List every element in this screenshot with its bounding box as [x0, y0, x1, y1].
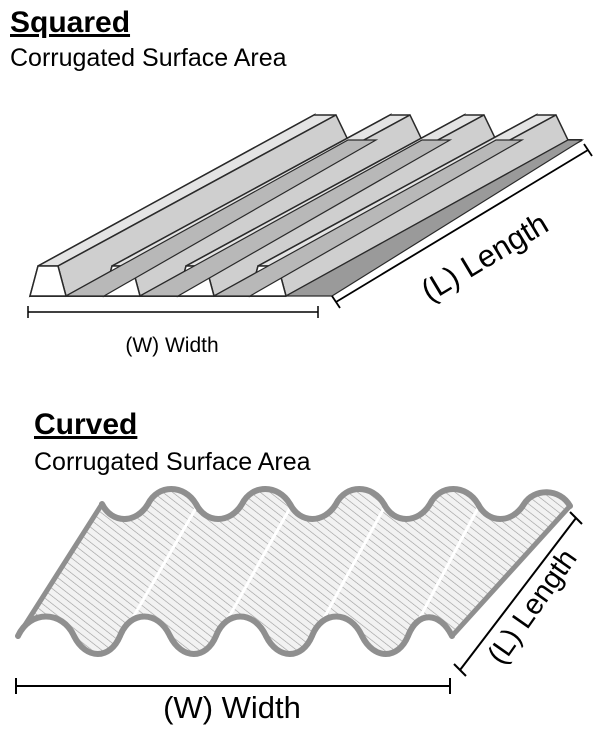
curved-right-edge	[449, 503, 573, 639]
curved-panel	[15, 486, 573, 657]
curved-length-dimension	[453, 511, 583, 677]
curved-front-edge	[15, 613, 455, 657]
curved-width-dimension	[15, 678, 451, 694]
squared-title: Squared	[10, 6, 131, 39]
squared-width-dimension	[27, 306, 319, 318]
curved-back-edge	[99, 486, 573, 522]
squared-flat-3	[213, 139, 525, 297]
squared-panel	[28, 113, 585, 298]
squared-length-dimension	[331, 143, 593, 309]
curved-width-label: (W) Width	[163, 690, 301, 725]
curved-subtitle: Corrugated Surface Area	[34, 448, 311, 476]
squared-flat-1	[65, 139, 379, 297]
squared-ridge-1	[28, 113, 349, 298]
squared-flat-4	[285, 139, 585, 297]
curved-sheet-body	[18, 489, 570, 654]
squared-subtitle: Corrugated Surface Area	[10, 44, 287, 72]
squared-flat-2	[139, 139, 453, 297]
curved-left-edge	[15, 501, 105, 639]
squared-width-label: (W) Width	[125, 334, 218, 357]
curved-title: Curved	[34, 408, 138, 441]
